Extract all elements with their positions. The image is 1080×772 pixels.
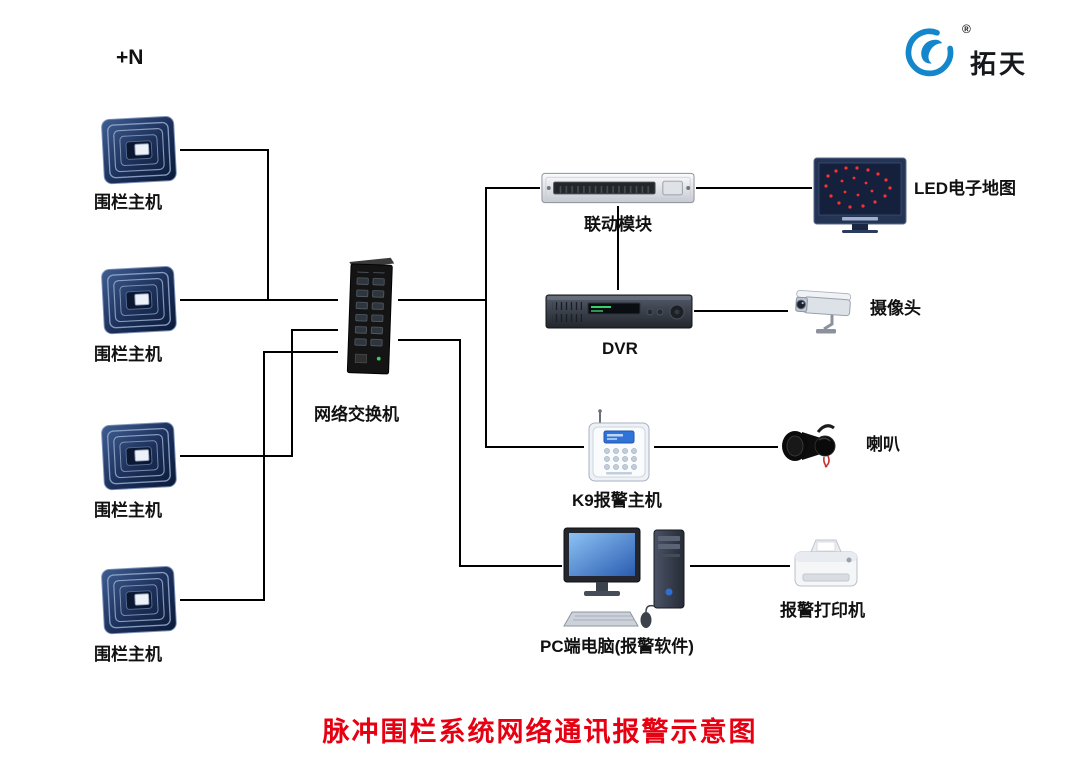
k9-alarm-host-icon xyxy=(584,408,654,486)
diagram-title: 脉冲围栏系统网络通讯报警示意图 xyxy=(322,717,758,747)
network-switch-device xyxy=(338,248,398,391)
pc-device xyxy=(562,526,697,639)
fence-host-label-4: 围栏主机 xyxy=(94,645,162,664)
pc-icon xyxy=(562,526,697,634)
camera-label: 摄像头 xyxy=(870,299,921,318)
dvr-device xyxy=(544,290,694,337)
pc-label: PC端电脑(报警软件) xyxy=(540,637,694,656)
linkage-module-label: 联动模块 xyxy=(584,215,652,234)
camera-device xyxy=(788,286,858,343)
fence-host-icon xyxy=(96,562,184,640)
camera-icon xyxy=(788,286,858,338)
network-switch-label: 网络交换机 xyxy=(314,405,399,424)
horn-speaker-device xyxy=(778,418,842,483)
dvr-label: DVR xyxy=(602,339,638,358)
fence-host-device-2 xyxy=(96,262,184,345)
led-map-label: LED电子地图 xyxy=(914,179,1016,198)
printer-device xyxy=(790,534,862,601)
fence-host-label-2: 围栏主机 xyxy=(94,345,162,364)
brand-name: 拓天 xyxy=(970,49,1029,79)
fence-host-device-3 xyxy=(96,418,184,501)
printer-label: 报警打印机 xyxy=(780,601,865,620)
network-switch-icon xyxy=(338,248,398,386)
linkage-module-device xyxy=(540,170,696,211)
led-map-icon xyxy=(812,156,908,234)
fence-host-icon xyxy=(96,418,184,496)
brand-logo: ® 拓天 xyxy=(900,22,1075,86)
fence-host-device-1 xyxy=(96,112,184,195)
horn-speaker-label: 喇叭 xyxy=(866,435,900,454)
led-map-device xyxy=(812,156,908,239)
swirl-logo-icon xyxy=(902,24,958,80)
fence-host-label-3: 围栏主机 xyxy=(94,501,162,520)
dvr-icon xyxy=(544,290,694,332)
fence-host-icon xyxy=(96,112,184,190)
horn-speaker-icon xyxy=(778,418,842,478)
fence-host-device-4 xyxy=(96,562,184,645)
plus-n-annotation: +N xyxy=(116,46,144,69)
printer-icon xyxy=(790,534,862,596)
k9-alarm-host-device xyxy=(584,408,654,491)
fence-host-label-1: 围栏主机 xyxy=(94,193,162,212)
k9-alarm-host-label: K9报警主机 xyxy=(572,491,662,510)
linkage-module-icon xyxy=(540,170,696,206)
registered-mark: ® xyxy=(962,22,971,36)
fence-host-icon xyxy=(96,262,184,340)
